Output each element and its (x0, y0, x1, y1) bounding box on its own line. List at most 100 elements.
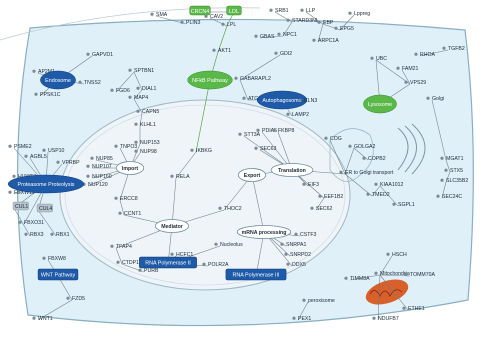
edge-ikbkg-rela (175, 151, 197, 179)
node-dot (150, 12, 154, 16)
node-ubc: UBC (370, 56, 387, 62)
node-wnt1: WNT1 (32, 316, 53, 322)
node-thoc2: THOC2 (218, 206, 242, 212)
node-copb2: COPB2 (362, 156, 386, 162)
node-dot (254, 146, 258, 150)
node-dot (286, 112, 290, 116)
node-dot (8, 144, 12, 148)
node-dot (114, 196, 118, 200)
node-label: SRB1 (275, 8, 289, 14)
node-dot (12, 174, 16, 178)
node-tmed2: TMED2 (366, 192, 390, 198)
node-label: FAM21 (402, 66, 419, 72)
node-label: STARD3NL (292, 18, 319, 24)
node-sec63: SEC63 (254, 146, 277, 152)
node-cstf3: CSTF3 (294, 232, 317, 238)
node-ndufb7: NDUFB7 (372, 316, 399, 322)
node-label: AKT1 (218, 48, 231, 54)
node-label: RELA (176, 174, 190, 180)
node-mitochondria: Mitochondria (374, 271, 410, 277)
node-dot (118, 211, 122, 215)
node-dot (24, 232, 28, 236)
node-arpc1a: ARPC1A (312, 38, 339, 44)
node-dot (90, 156, 94, 160)
node-label: TOMM70A (410, 272, 436, 278)
node-label: mRNA processing (242, 230, 287, 236)
node-dot (292, 316, 296, 320)
node-label: Lppreg (354, 11, 370, 17)
node-ctdp1: CTDP1 (116, 260, 139, 266)
node-tgfb2: TGFB2 (442, 46, 465, 52)
node-label: FGD6 (116, 88, 130, 94)
node-label: PPSK1C (40, 92, 61, 98)
node-label: CUL4 (39, 206, 52, 212)
node-dot (190, 148, 194, 152)
edge-hsch-mitochondria (379, 255, 393, 276)
node-label: Golgi (432, 96, 444, 102)
extracellular-arc (0, 7, 261, 41)
edge-lpl-akt1 (217, 25, 228, 53)
node-label: UBC (376, 56, 387, 62)
node-label: Translation (278, 168, 306, 174)
node-fbxw8: FBXW8 (42, 256, 66, 262)
node-sptbn1: SPTBN1 (128, 68, 154, 74)
node-dot (32, 316, 36, 320)
node-label: Lysosome (368, 102, 392, 108)
node-label: FBXW8 (48, 256, 66, 262)
node-label: PSME2 (14, 144, 32, 150)
node-label: EEF1B2 (324, 194, 343, 200)
node-dot (18, 220, 22, 224)
node-dial1: DIAL1 (136, 86, 157, 92)
node-rna-pol2: RNA Polymerase II (139, 256, 197, 269)
edge-map4-capn5 (133, 98, 143, 114)
node-eef1b2: EEF1B2 (318, 194, 343, 200)
node-dot (180, 20, 184, 24)
node-label: HSCH (392, 252, 407, 258)
node-dot (414, 52, 418, 56)
node-label: Nucleolus (220, 242, 243, 248)
edge-vps29-fam21 (401, 69, 411, 85)
node-dot (24, 154, 28, 158)
node-label: WNT1 (38, 316, 53, 322)
node-dot (286, 18, 290, 22)
node-nup160: NUP160 (86, 174, 112, 180)
node-er-golgi: ER to Golgi transport (339, 170, 394, 176)
node-label: SLC35B2 (446, 178, 468, 184)
node-dot (221, 22, 225, 26)
node-label: RBX1 (56, 232, 70, 238)
edge-mitochondria-ndufb7 (377, 274, 381, 321)
node-label: NUP153 (140, 140, 160, 146)
node-label: NUP160 (92, 174, 112, 180)
node-label: SPTBN1 (134, 68, 154, 74)
node-cul4: CUL4 (36, 203, 53, 213)
node-label: AP2M1 (38, 69, 55, 75)
node-ccnt1: CCNT1 (118, 211, 141, 217)
node-label: ATG12 (248, 96, 264, 102)
node-dot (318, 194, 322, 198)
node-vprbp: VPRBP (56, 160, 80, 166)
node-dot (269, 8, 273, 12)
node-golga2: GOLGA2 (348, 144, 375, 150)
node-dot (86, 164, 90, 168)
node-cav2: CAV2 (204, 14, 223, 20)
node-dot (134, 122, 138, 126)
node-label: POLR2A (208, 262, 229, 268)
node-dot (78, 80, 82, 84)
node-dot (334, 26, 338, 30)
node-dot (362, 156, 366, 160)
edge-fzd5-wnt1 (37, 299, 73, 321)
node-label: KIAA1012 (380, 182, 403, 188)
node-llp: LLP (300, 8, 316, 14)
node-label: FKBP8 (278, 128, 295, 134)
node-cln3: CLN3 (298, 98, 317, 104)
node-dot (42, 148, 46, 152)
node-dot (134, 149, 138, 153)
node-stx5: STX5 (444, 168, 463, 174)
node-label: DIAL1 (142, 86, 157, 92)
node-label: COPB2 (368, 156, 386, 162)
node-dot (284, 252, 288, 256)
node-ebp: EBP (317, 20, 334, 26)
node-label: TNSS2 (84, 80, 101, 86)
node-label: GABARAPL2 (240, 76, 271, 82)
node-dot (56, 160, 60, 164)
